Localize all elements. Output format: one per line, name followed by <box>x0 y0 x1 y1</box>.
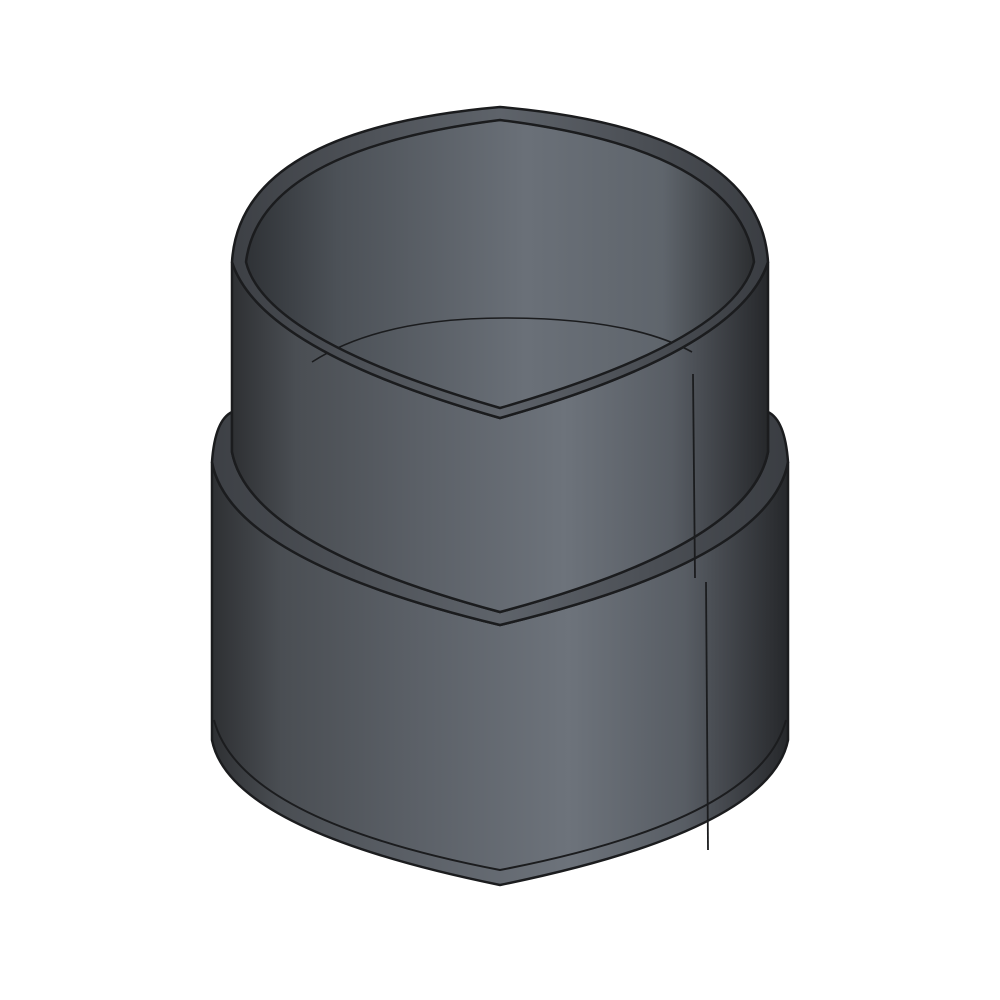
top-rim <box>230 105 770 420</box>
inner-floor-edge <box>311 317 693 363</box>
lower-band-bottom-chamfer <box>213 719 787 872</box>
lower-seam-line <box>705 581 709 851</box>
upper-seam-line <box>692 373 696 579</box>
